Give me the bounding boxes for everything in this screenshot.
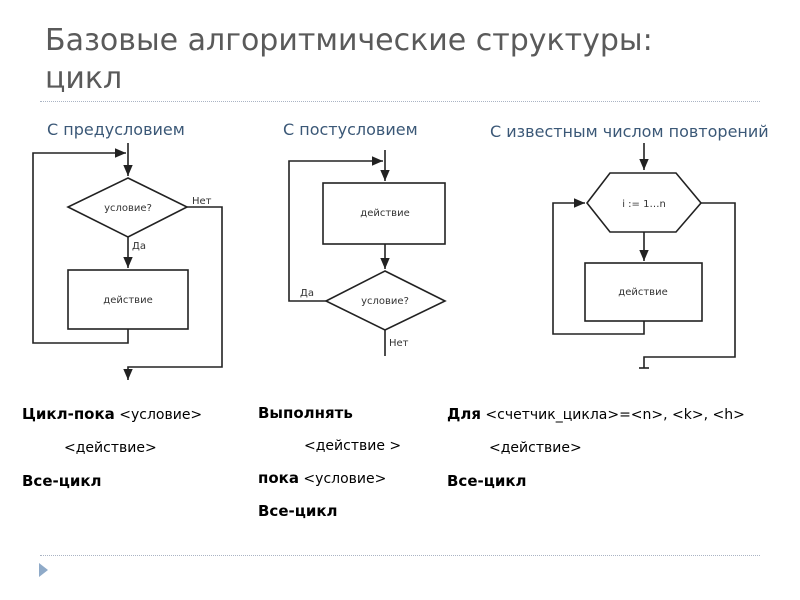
- code-text: <действие>: [64, 440, 157, 456]
- heading-postcondition: С постусловием: [283, 120, 418, 139]
- action-box: [67, 269, 189, 330]
- action-label: действие: [618, 287, 667, 298]
- code-postcondition: Выполнять <действие > пока <условие> Все…: [258, 397, 401, 528]
- code-text: <действие>: [489, 440, 582, 456]
- code-counted: Для <счетчик_цикла>=<n>, <k>, <h> <дейст…: [447, 398, 745, 499]
- no-label: Нет: [192, 196, 212, 207]
- flowchart-precondition: [32, 143, 223, 380]
- bullet-triangle-icon: [39, 563, 48, 577]
- title-line-2: цикл: [45, 61, 123, 96]
- yes-label: Да: [132, 241, 146, 252]
- keyword: Для: [447, 405, 481, 423]
- code-text: <действие >: [304, 438, 402, 454]
- condition-label: условие?: [361, 296, 409, 307]
- keyword: Все-цикл: [22, 472, 102, 490]
- code-precondition: Цикл-пока <условие> <действие> Все-цикл: [22, 398, 202, 499]
- footer-divider: [40, 555, 760, 556]
- keyword: Все-цикл: [447, 472, 527, 490]
- yes-label: Да: [300, 288, 314, 299]
- flowchart-postcondition: [288, 150, 447, 356]
- title-divider: [40, 101, 760, 102]
- condition-label: условие?: [104, 203, 152, 214]
- keyword: Все-цикл: [258, 502, 338, 520]
- action-label: действие: [360, 208, 409, 219]
- heading-counted: С известным числом повторений: [490, 122, 769, 141]
- flowchart-counted: [552, 143, 736, 369]
- no-label: Нет: [389, 338, 409, 349]
- action-box: [584, 262, 703, 322]
- action-box: [322, 182, 446, 245]
- heading-precondition: С предусловием: [47, 120, 185, 139]
- title-line-1: Базовые алгоритмические структуры:: [45, 23, 653, 58]
- code-text: <условие>: [114, 407, 203, 423]
- loop-label: i := 1…n: [622, 199, 666, 210]
- slide-title: Базовые алгоритмические структуры:цикл: [45, 22, 653, 98]
- keyword: Цикл-пока: [22, 405, 115, 423]
- keyword: Выполнять: [258, 404, 353, 422]
- code-text: <условие>: [298, 471, 387, 487]
- action-label: действие: [103, 295, 152, 306]
- code-text: <счетчик_цикла>=<n>, <k>, <h>: [480, 407, 745, 423]
- keyword: пока: [258, 469, 299, 487]
